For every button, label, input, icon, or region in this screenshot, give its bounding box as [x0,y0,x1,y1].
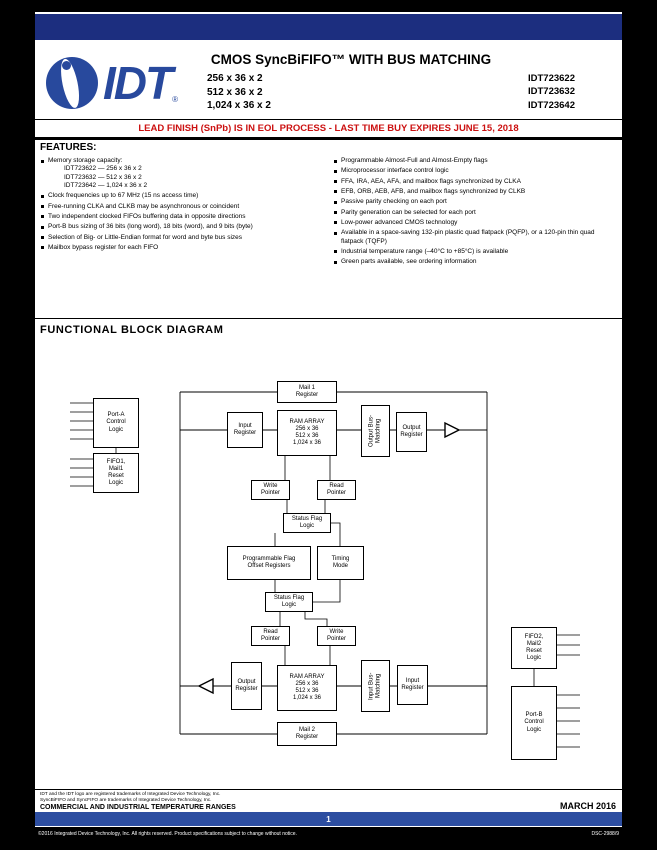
diagram-box-programmable-flag-offset-registers: Programmable Flag Offset Registers [227,546,311,580]
diagram-box-write-pointer-fifo2: Write Pointer [317,626,356,646]
feature-item: Programmable Almost-Full and Almost-Empt… [333,157,617,165]
part-number: IDT723632 [527,86,575,98]
feature-item: Microprocessor interface control logic [333,167,617,175]
diagram-box-fifo2-mail2-reset-logic: FIFO2, Mail2 Reset Logic [511,627,557,669]
capacity-subitem: IDT723622 — 256 x 36 x 2 [64,165,142,173]
features-column-right: Programmable Almost-Full and Almost-Empt… [333,157,617,268]
datasheet-page: IDT ® CMOS SyncBiFIFO™ WITH BUS MATCHING… [35,12,622,827]
diagram-box-mail2-register: Mail 2 Register [277,722,337,746]
features-column-left: Memory storage capacity: IDT723622 — 256… [40,157,322,254]
footer-page-bar: 1 [35,812,622,826]
diagram-wires [70,391,580,748]
diagram-box-port-a-control-logic: Port-A Control Logic [93,398,139,448]
diagram-box-mail1-register: Mail 1 Register [277,381,337,403]
capacity-line: 1,024 x 36 x 2 [207,100,271,111]
eol-notice: LEAD FINISH (SnPb) IS IN EOL PROCESS - L… [138,123,519,134]
feature-item: Available in a space-saving 132-pin plas… [333,229,617,246]
part-number: IDT723642 [527,99,575,111]
capacity-line: 256 x 36 x 2 [207,73,263,84]
part-number: IDT723622 [527,73,575,84]
page-number: 1 [326,814,331,824]
diagram-box-output-register-fifo2: Output Register [231,662,262,710]
diagram-box-port-b-control-logic: Port-B Control Logic [511,686,557,760]
diagram-heading: FUNCTIONAL BLOCK DIAGRAM [40,324,224,336]
feature-item: Low-power advanced CMOS technology [333,219,617,227]
idt-logo-icon [46,57,98,109]
header-divider [35,119,622,120]
feature-item: Memory storage capacity: IDT723622 — 256… [40,157,322,190]
feature-item: Parity generation can be selected for ea… [333,209,617,217]
diagram-box-input-bus-matching: Input Bus- Matching [361,660,390,712]
registered-mark: ® [172,95,179,104]
feature-item: Mailbox bypass register for each FIFO [40,244,322,252]
thick-divider [35,137,622,140]
idt-logo-text: IDT [103,57,173,109]
diagram-box-input-register-fifo1: Input Register [227,412,263,448]
feature-item: Passive parity checking on each port [333,198,617,206]
port-b-output-arrow-icon [444,421,461,439]
temperature-range-label: COMMERCIAL AND INDUSTRIAL TEMPERATURE RA… [40,804,236,811]
diagram-box-fifo1-mail1-reset-logic: FIFO1, Mail1 Reset Logic [93,453,139,493]
features-heading: FEATURES: [40,142,97,153]
diagram-box-input-register-fifo2: Input Register [397,665,428,705]
diagram-box-status-flag-logic-fifo2: Status Flag Logic [265,592,313,612]
port-a-output-arrow-icon [197,677,214,695]
feature-item: Green parts available, see ordering info… [333,258,617,266]
section-divider [35,318,622,319]
functional-block-diagram: Port-A Control Logic FIFO1, Mail1 Reset … [35,345,622,786]
copyright-line: ©2016 Integrated Device Technology, Inc.… [38,831,297,837]
capacity-subitem: IDT723632 — 512 x 36 x 2 [64,173,142,181]
diagram-box-ram-array-fifo2: RAM ARRAY 256 x 36 512 x 36 1,024 x 36 [277,665,337,711]
idt-logo: IDT ® [45,56,178,110]
doc-date: MARCH 2016 [559,801,616,811]
diagram-box-read-pointer-fifo2: Read Pointer [251,626,290,646]
feature-item: Clock frequencies up to 67 MHz (15 ns ac… [40,192,322,200]
footer-divider [35,789,622,790]
capacity-line: 512 x 36 x 2 [207,86,263,98]
feature-item: Two independent clocked FIFOs buffering … [40,213,322,221]
diagram-box-output-register-fifo1: Output Register [396,412,427,452]
diagram-box-status-flag-logic-fifo1: Status Flag Logic [283,513,331,533]
feature-item: Free-running CLKA and CLKB may be asynch… [40,203,322,211]
capacity-sublist: IDT723622 — 256 x 36 x 2 IDT723632 — 512… [64,165,322,190]
feature-item: Selection of Big- or Little-Endian forma… [40,234,322,242]
doc-code: DSC-2988/9 [591,831,619,837]
doc-title: CMOS SyncBiFIFO™ WITH BUS MATCHING [210,52,492,67]
capacity-list: 256 x 36 x 2 512 x 36 x 2 1,024 x 36 x 2 [207,72,271,113]
diagram-box-output-bus-matching: Output Bus- Matching [361,405,390,457]
diagram-box-write-pointer-fifo1: Write Pointer [251,480,290,500]
feature-item: Industrial temperature range (–40°C to +… [333,248,617,256]
part-number-list: IDT723622 IDT723632 IDT723642 [485,72,575,112]
trademark-note: IDT and the IDT logo are registered trad… [40,792,221,803]
feature-text: Memory storage capacity: [48,157,123,164]
diagram-box-read-pointer-fifo1: Read Pointer [317,480,356,500]
capacity-subitem: IDT723642 — 1,024 x 36 x 2 [64,181,148,189]
diagram-box-ram-array-fifo1: RAM ARRAY 256 x 36 512 x 36 1,024 x 36 [277,410,337,456]
diagram-box-timing-mode: Timing Mode [317,546,364,580]
feature-item: Port-B bus sizing of 36 bits (long word)… [40,223,322,231]
header-bar [35,14,622,40]
feature-item: FFA, IRA, AEA, AFA, and mailbox flags sy… [333,178,617,186]
feature-item: EFB, ORB, AEB, AFB, and mailbox flags sy… [333,188,617,196]
